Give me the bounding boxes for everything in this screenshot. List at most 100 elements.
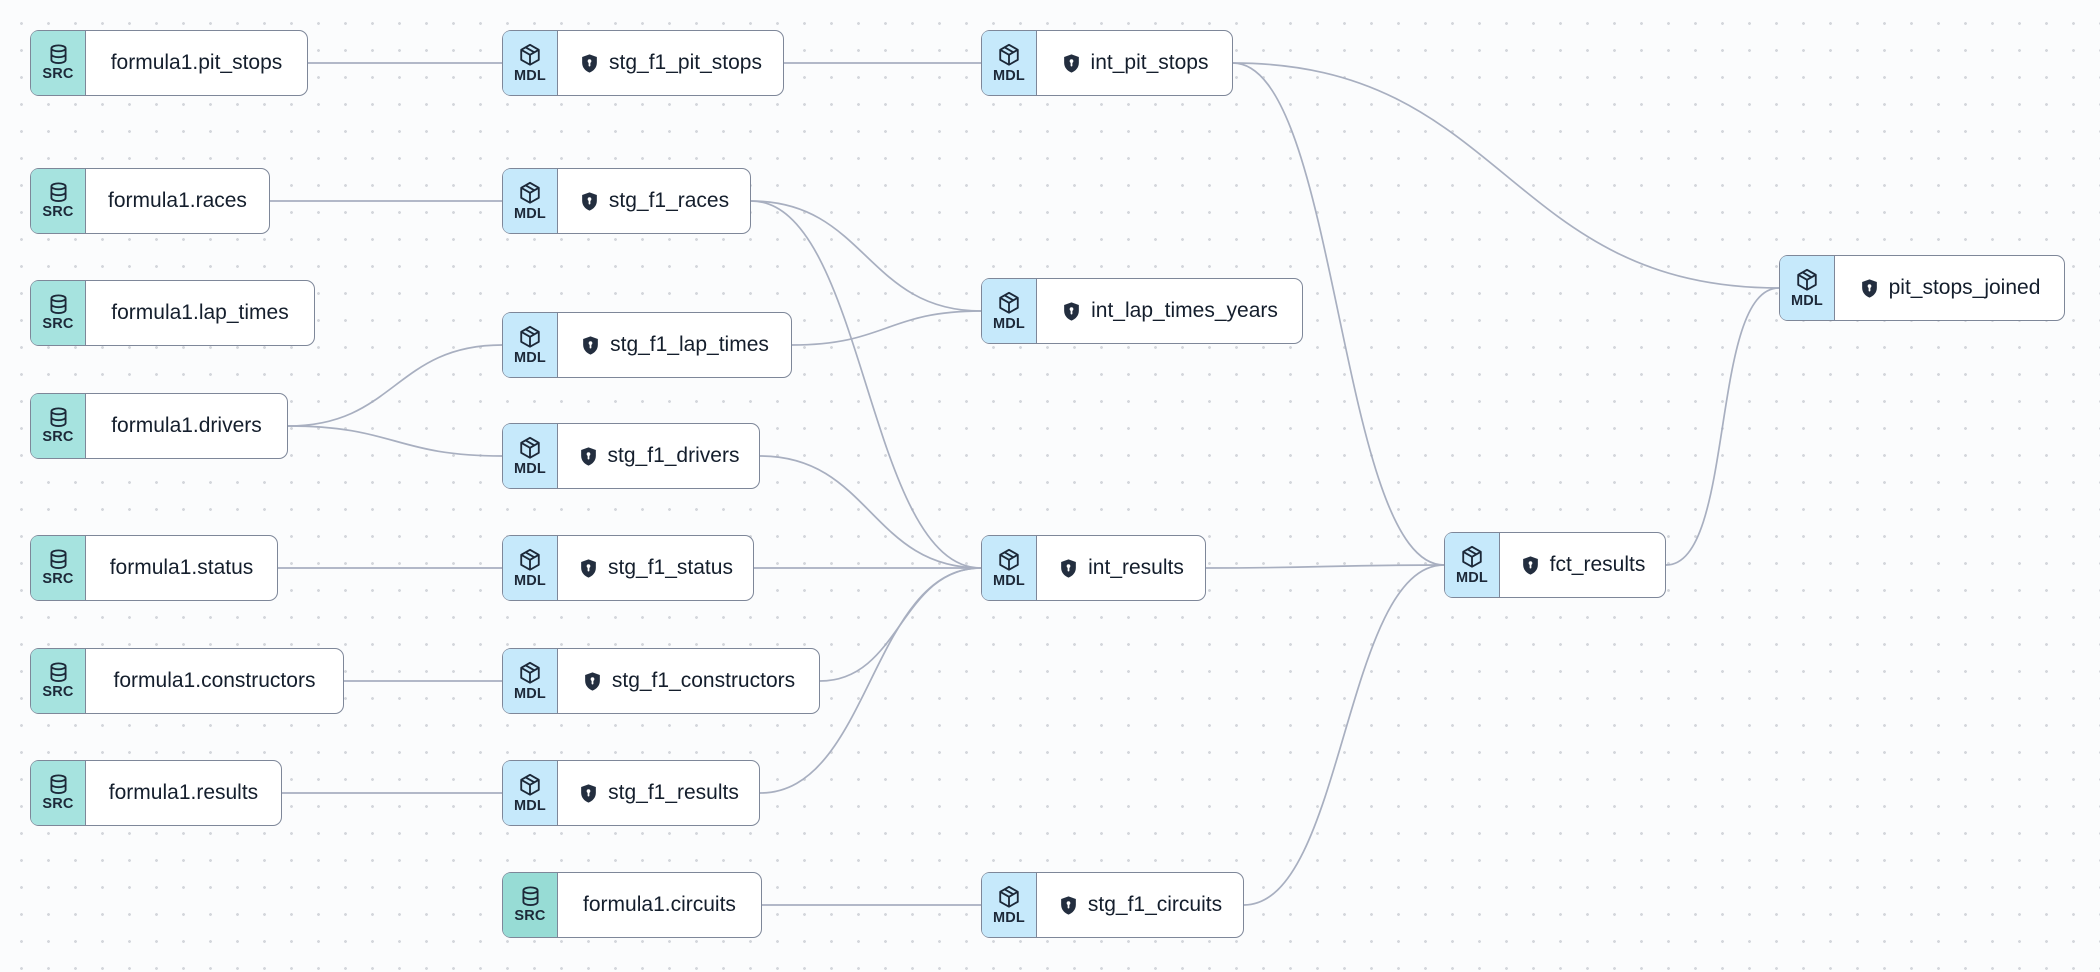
node-label-area: stg_f1_pit_stops (558, 31, 783, 95)
cube-icon (517, 772, 543, 798)
shield-lock-icon (1058, 894, 1079, 917)
node-label-area: formula1.results (86, 761, 281, 825)
node-type-chip: SRC (31, 31, 86, 95)
database-icon (519, 885, 542, 908)
shield-lock-icon (582, 670, 603, 693)
node-src-pit-stops[interactable]: SRC formula1.pit_stops (30, 30, 308, 96)
node-label-area: int_pit_stops (1037, 31, 1232, 95)
node-src-races[interactable]: SRC formula1.races (30, 168, 270, 234)
edge-stg-circuits-to-fct-results (1243, 564, 1445, 906)
node-label: formula1.races (108, 189, 247, 212)
node-label-area: formula1.constructors (86, 649, 343, 713)
edge-stg-races-to-int-lap-times-years (750, 200, 982, 312)
node-type-chip: MDL (982, 536, 1037, 600)
shield-lock-icon (579, 190, 600, 213)
shield-lock-icon (1058, 557, 1079, 580)
node-type-badge: MDL (992, 572, 1025, 589)
node-type-chip: SRC (31, 649, 86, 713)
database-icon (47, 661, 70, 684)
node-stg-lap-times[interactable]: MDL stg_f1_lap_times (502, 312, 792, 378)
node-label-area: formula1.status (86, 536, 277, 600)
shield-lock-icon (579, 52, 600, 75)
node-type-chip: MDL (982, 873, 1037, 937)
node-label-area: stg_f1_results (558, 761, 759, 825)
edge-stg-drivers-to-int-results (759, 455, 982, 569)
shield-lock-icon (578, 782, 599, 805)
node-label-area: formula1.lap_times (86, 281, 314, 345)
cube-icon (517, 324, 543, 350)
node-type-chip: SRC (31, 536, 86, 600)
node-label: formula1.pit_stops (110, 51, 283, 74)
node-src-status[interactable]: SRC formula1.status (30, 535, 278, 601)
node-type-chip: MDL (1445, 533, 1500, 597)
node-label: stg_f1_pit_stops (609, 51, 762, 74)
node-type-badge: SRC (42, 571, 74, 588)
node-stg-circuits[interactable]: MDL stg_f1_circuits (981, 872, 1244, 938)
cube-icon (517, 180, 543, 206)
node-type-chip: MDL (982, 31, 1037, 95)
node-label-area: stg_f1_constructors (558, 649, 819, 713)
node-type-chip: SRC (31, 281, 86, 345)
node-type-badge: SRC (42, 204, 74, 221)
node-label: stg_f1_status (608, 556, 733, 579)
shield-lock-icon (1061, 52, 1082, 75)
node-label-area: stg_f1_races (558, 169, 750, 233)
node-label: formula1.circuits (583, 893, 736, 916)
node-label: pit_stops_joined (1888, 276, 2041, 299)
cube-icon (517, 660, 543, 686)
node-label-area: formula1.pit_stops (86, 31, 307, 95)
node-type-badge: SRC (514, 908, 546, 925)
node-type-badge: MDL (1455, 569, 1488, 586)
node-label-area: formula1.races (86, 169, 269, 233)
node-label-area: fct_results (1500, 533, 1665, 597)
node-type-badge: MDL (1790, 292, 1823, 309)
node-type-chip: MDL (503, 424, 558, 488)
node-fct-results[interactable]: MDL fct_results (1444, 532, 1666, 598)
node-type-badge: MDL (513, 460, 546, 477)
node-type-badge: MDL (513, 205, 546, 222)
node-stg-races[interactable]: MDL stg_f1_races (502, 168, 751, 234)
node-stg-constructors[interactable]: MDL stg_f1_constructors (502, 648, 820, 714)
shield-lock-icon (1520, 554, 1541, 577)
node-pit-stops-joined[interactable]: MDL pit_stops_joined (1779, 255, 2065, 321)
edge-int-pit-stops-to-pit-stops-joined (1232, 62, 1780, 289)
database-icon (47, 181, 70, 204)
cube-icon (517, 547, 543, 573)
node-type-badge: SRC (42, 684, 74, 701)
database-icon (47, 406, 70, 429)
node-src-drivers[interactable]: SRC formula1.drivers (30, 393, 288, 459)
cube-icon (517, 435, 543, 461)
node-type-chip: MDL (982, 279, 1037, 343)
node-int-pit-stops[interactable]: MDL int_pit_stops (981, 30, 1233, 96)
node-type-chip: MDL (503, 649, 558, 713)
node-type-badge: SRC (42, 429, 74, 446)
node-label: stg_f1_results (608, 781, 739, 804)
node-type-chip: MDL (503, 313, 558, 377)
node-src-circuits[interactable]: SRC formula1.circuits (502, 872, 762, 938)
edge-stg-constructors-to-int-results (819, 567, 982, 682)
node-src-constructors[interactable]: SRC formula1.constructors (30, 648, 344, 714)
node-type-badge: SRC (42, 66, 74, 83)
node-label: formula1.status (109, 556, 254, 579)
edge-stg-lap-times-to-int-lap-times-years (791, 310, 982, 346)
node-type-badge: SRC (42, 796, 74, 813)
node-label: stg_f1_lap_times (610, 333, 769, 356)
database-icon (47, 548, 70, 571)
node-type-chip: MDL (503, 761, 558, 825)
node-stg-results[interactable]: MDL stg_f1_results (502, 760, 760, 826)
shield-lock-icon (1859, 277, 1880, 300)
node-label-area: formula1.drivers (86, 394, 287, 458)
node-src-results[interactable]: SRC formula1.results (30, 760, 282, 826)
node-label-area: formula1.circuits (558, 873, 761, 937)
node-label: stg_f1_constructors (611, 669, 796, 692)
node-label: int_pit_stops (1090, 51, 1209, 74)
node-label: stg_f1_circuits (1087, 893, 1223, 916)
